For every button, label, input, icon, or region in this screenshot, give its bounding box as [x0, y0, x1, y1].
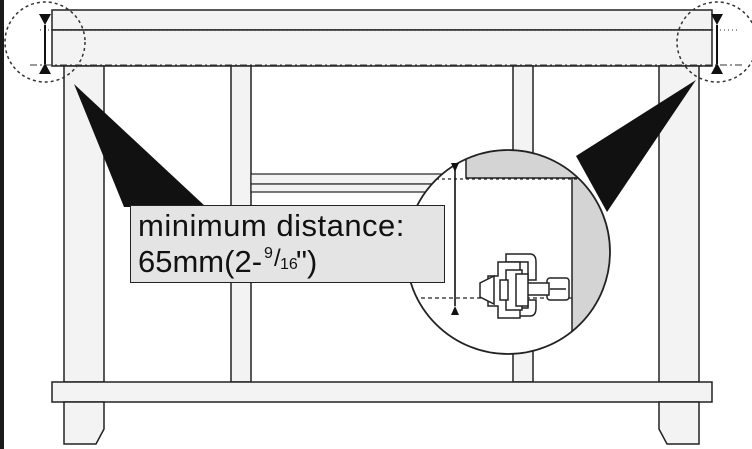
- measurement-dash: -: [251, 244, 263, 279]
- right-detail-circle: [676, 1, 752, 83]
- left-callout-pointer: [74, 84, 206, 207]
- bottom-rail: [51, 381, 713, 403]
- top-rail-upper: [51, 9, 713, 31]
- hinge-icon: [479, 253, 570, 319]
- fraction-numerator: 9: [264, 245, 273, 262]
- measurement-whole: 65mm(2: [138, 244, 252, 279]
- detail-side-post: [571, 177, 610, 354]
- label-measurement: 65mm(2-9/16"): [138, 244, 317, 280]
- fraction-denominator: 16: [280, 256, 298, 273]
- right-distance-marker: [711, 14, 723, 74]
- right-foot: [658, 401, 700, 445]
- left-detail-circle: [4, 1, 86, 83]
- top-rail-lower: [51, 29, 713, 67]
- fraction-slash: /: [274, 245, 281, 272]
- detail-distance-marker: [451, 163, 459, 315]
- left-foot: [63, 401, 105, 445]
- magnified-hinge-detail: [405, 149, 611, 355]
- measurement-fraction: 9/16: [262, 244, 298, 274]
- minimum-distance-label: minimum distance: 65mm(2-9/16"): [130, 205, 445, 283]
- left-edge-bar: [0, 0, 4, 449]
- right-callout-pointer: [576, 80, 696, 212]
- left-distance-marker: [39, 14, 51, 74]
- measurement-suffix: "): [296, 244, 318, 279]
- label-title: minimum distance:: [138, 208, 405, 243]
